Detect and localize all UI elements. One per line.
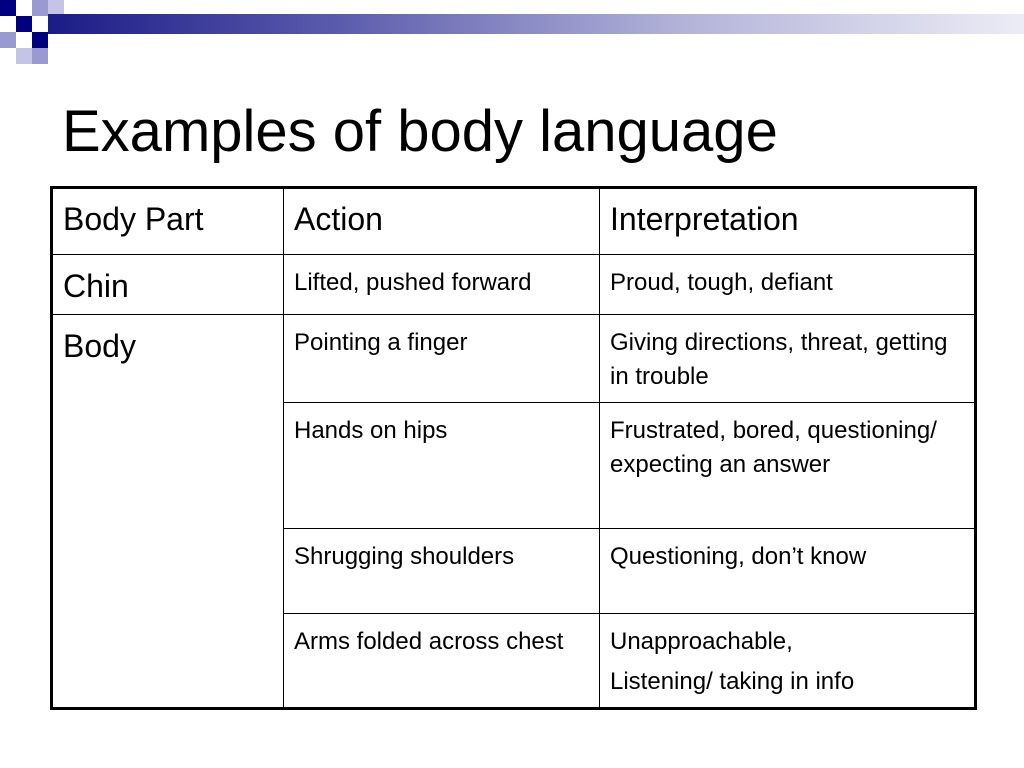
body-language-table: Body Part Action Interpretation Chin Lif…: [50, 186, 977, 710]
table-header-row: Body Part Action Interpretation: [51, 187, 976, 255]
table-row: Body Pointing a finger Giving directions…: [51, 314, 976, 709]
header-interpretation: Interpretation: [599, 187, 976, 255]
action-cell: Lifted, pushed forward: [283, 254, 600, 315]
interpretation-cell: Frustrated, bored, questioning/ expectin…: [599, 402, 976, 529]
action-cell: Pointing a finger: [283, 314, 600, 403]
table-row: Hands on hips Frustrated, bored, questio…: [52, 402, 976, 529]
table-row: Shrugging shoulders Questioning, don’t k…: [52, 528, 976, 614]
body-part-cell: Body: [51, 314, 284, 709]
interpretation-line: Unapproachable,: [610, 628, 793, 655]
header-action: Action: [283, 187, 600, 255]
header-body-part: Body Part: [51, 187, 284, 255]
deco-square: [0, 0, 16, 16]
deco-square: [32, 48, 48, 64]
action-cell: Shrugging shoulders: [283, 528, 600, 614]
interpretation-cell: Proud, tough, defiant: [599, 254, 976, 315]
deco-square: [32, 32, 48, 48]
table-row: Chin Lifted, pushed forward Proud, tough…: [51, 254, 976, 315]
deco-square: [48, 0, 64, 16]
deco-square: [16, 16, 32, 32]
action-cell: Arms folded across chest: [283, 613, 600, 709]
body-part-cell: Chin: [51, 254, 284, 315]
action-cell: Hands on hips: [283, 402, 600, 529]
interpretation-cell: Giving directions, threat, getting in tr…: [599, 314, 976, 403]
header-decoration: [0, 0, 1024, 70]
interpretation-cell: Unapproachable, Listening/ taking in inf…: [599, 613, 976, 709]
table-row: Arms folded across chest Unapproachable,…: [52, 613, 976, 709]
deco-square: [32, 0, 48, 16]
deco-square: [16, 48, 32, 64]
interpretation-line: Listening/ taking in info: [610, 668, 855, 695]
header-gradient-band: [48, 14, 1024, 34]
deco-square: [0, 32, 16, 48]
slide-title: Examples of body language: [62, 99, 778, 164]
interpretation-cell: Questioning, don’t know: [599, 528, 976, 614]
